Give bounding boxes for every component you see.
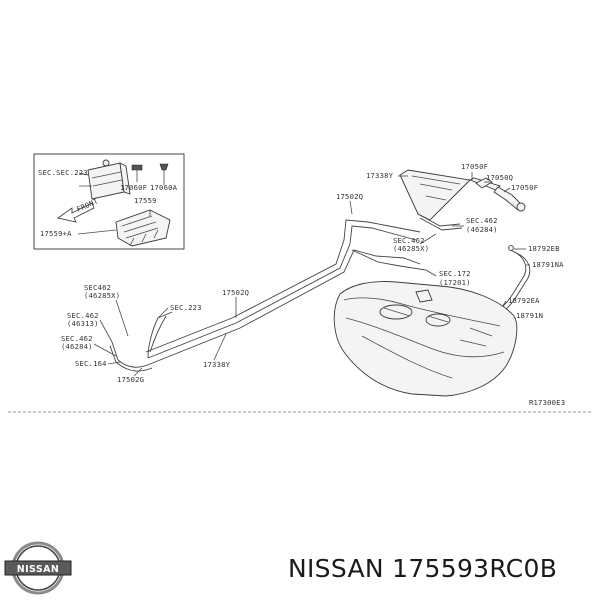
label-17559a: 17559+A: [40, 229, 72, 238]
label-17060f: 17060F: [120, 183, 147, 192]
label-18791na: 18791NA: [532, 260, 564, 269]
nissan-logo: NISSAN: [4, 541, 72, 595]
logo-bar: [4, 560, 72, 576]
fastener-17060f: [131, 164, 143, 182]
label-sec462-46313: SEC.462: [67, 311, 99, 320]
part-number-caption: NISSAN 175593RC0B: [288, 554, 558, 583]
fuel-tank: [333, 281, 518, 397]
filler-neck-assembly: [399, 169, 526, 231]
canister-part: [78, 159, 131, 200]
label-17050f-top: 17050F: [461, 162, 488, 171]
label-sec462-46285x-left: SEC462: [84, 283, 111, 292]
label-sec164: SEC.164: [75, 359, 107, 368]
label-17050q: 17050Q: [486, 173, 513, 182]
logo-text: NISSAN: [17, 564, 59, 575]
label-sec223-top: SEC.SEC.223: [38, 168, 88, 177]
front-arrow-icon: [57, 202, 95, 223]
fuel-pipe-bundle: [109, 219, 437, 372]
label-17502q-top: 17502Q: [336, 192, 363, 201]
label-17338y-bottom: 17338Y: [203, 360, 231, 369]
label-sec462-46285x-mid: SEC.462: [393, 236, 425, 245]
label-sec172: SEC.172: [439, 269, 471, 278]
label-17502g: 17502G: [117, 375, 144, 384]
label-sec462-46285x-left-num: (46285X): [84, 291, 120, 300]
label-18791n: 18791N: [516, 311, 543, 320]
inset-frame: [33, 153, 185, 250]
label-drawing-code: R17300E3: [529, 398, 565, 407]
label-sec462-46284-top-num: (46284): [466, 225, 498, 234]
label-17338y-top: 17338Y: [366, 171, 394, 180]
label-sec223-left: SEC.223: [170, 303, 202, 312]
label-18792eb: 18792EB: [528, 244, 560, 253]
label-sec462-46285x-mid-num: (46285X): [393, 244, 429, 253]
label-17060a: 17060A: [150, 183, 178, 192]
bracket-17559: [115, 209, 171, 247]
label-18792ea: 18792EA: [508, 296, 540, 305]
label-sec172-num: (17201): [439, 278, 471, 287]
label-sec462-46313-num: (46313): [67, 319, 99, 328]
label-sec462-46284-left-num: (46284): [61, 342, 93, 351]
fastener-17060a: [159, 163, 169, 185]
label-17559: 17559: [134, 196, 157, 205]
label-17050f-right: 17050F: [511, 183, 538, 192]
label-17502q-mid: 17502Q: [222, 288, 249, 297]
label-sec462-46284-top: SEC.462: [466, 216, 498, 225]
canister-inset: SEC.SEC.223 FRONT 17060F 17060A 17559 17…: [33, 153, 185, 250]
label-sec462-46284-left: SEC.462: [61, 334, 93, 343]
